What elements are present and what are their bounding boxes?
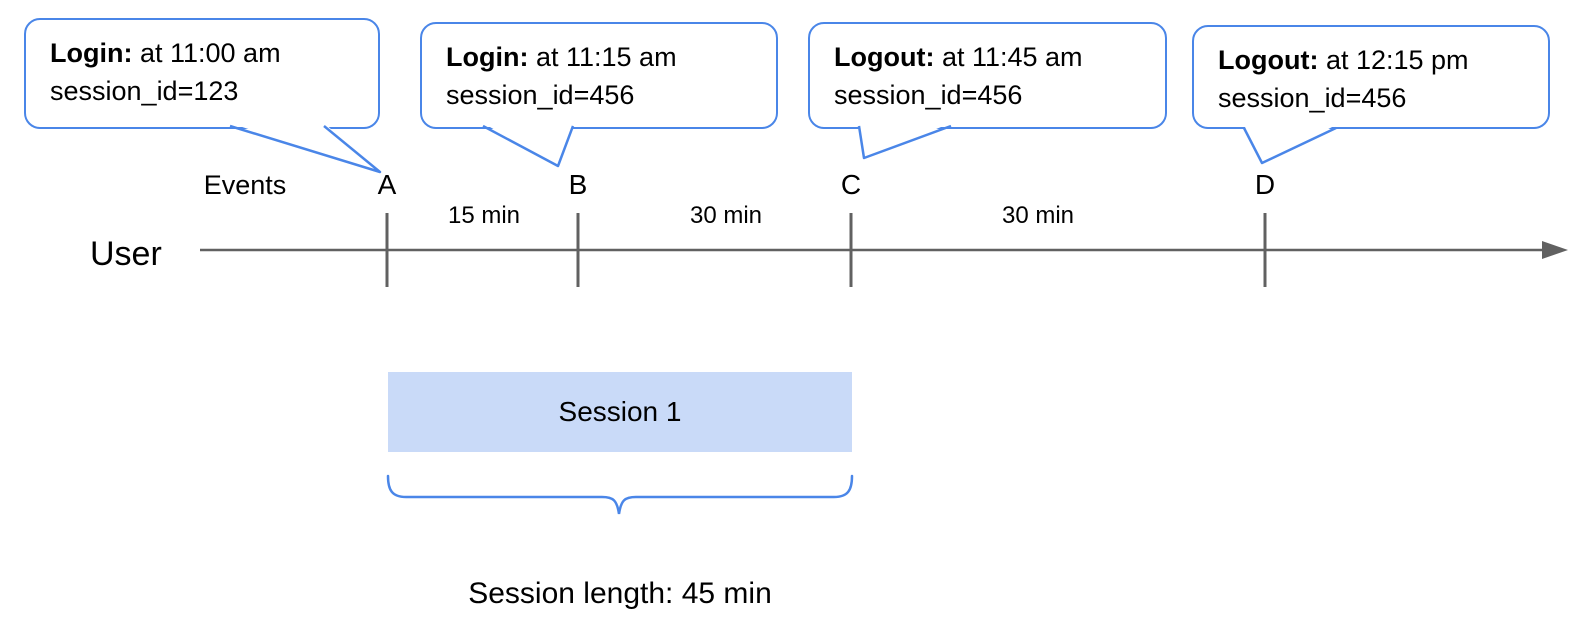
event-type-label: Logout: — [834, 42, 935, 72]
session-length-caption: Session length: 45 min — [468, 577, 772, 610]
tail-fill — [483, 123, 573, 166]
tail-fill — [1244, 125, 1336, 163]
event-marker-d: D — [1254, 169, 1276, 200]
tail-outline — [1242, 126, 1337, 165]
tail-fill — [859, 123, 951, 158]
callout-line2: session_id=456 — [834, 80, 1023, 110]
callout-login-a: Login: at 11:00 am session_id=123 — [24, 18, 380, 129]
interval-label-ab: 15 min — [447, 202, 521, 229]
callout-login-b: Login: at 11:15 am session_id=456 — [420, 22, 778, 129]
callout-line1: Logout: at 11:45 am — [834, 38, 1155, 76]
session-1-label: Session 1 — [558, 396, 682, 427]
callout-line1: Logout: at 12:15 pm — [1218, 41, 1538, 79]
callout-line2: session_id=456 — [446, 80, 635, 110]
callout-line1: Login: at 11:00 am — [50, 34, 368, 72]
session-length-brace — [386, 474, 854, 515]
event-marker-a: A — [377, 169, 397, 200]
callout-line2: session_id=123 — [50, 76, 239, 106]
callout-logout-d: Logout: at 12:15 pm session_id=456 — [1192, 25, 1550, 129]
event-time-text: at 12:15 pm — [1318, 45, 1469, 75]
event-time-text: at 11:00 am — [132, 38, 281, 68]
user-row-label: User — [90, 235, 162, 273]
callout-tail-c — [857, 123, 952, 160]
callout-line2: session_id=456 — [1218, 83, 1407, 113]
interval-label-cd: 30 min — [1001, 202, 1075, 229]
callout-line1: Login: at 11:15 am — [446, 38, 766, 76]
event-marker-c: C — [840, 169, 862, 200]
tail-outline — [857, 124, 952, 160]
callout-tail-b — [482, 123, 575, 168]
events-row-label: Events — [203, 170, 287, 200]
event-time-text: at 11:45 am — [934, 42, 1083, 72]
event-type-label: Login: — [446, 42, 529, 72]
event-time-text: at 11:15 am — [528, 42, 677, 72]
timeline-arrowhead-icon — [1542, 241, 1568, 259]
tail-outline — [229, 124, 382, 174]
interval-label-bc: 30 min — [689, 202, 763, 229]
session-1-bar: Session 1 — [388, 372, 852, 452]
callout-tail-a — [229, 123, 382, 174]
callout-logout-c: Logout: at 11:45 am session_id=456 — [808, 22, 1167, 129]
event-type-label: Login: — [50, 38, 133, 68]
event-type-label: Logout: — [1218, 45, 1319, 75]
event-marker-b: B — [568, 169, 588, 200]
callout-tail-d — [1242, 125, 1337, 165]
tail-outline — [482, 124, 575, 168]
